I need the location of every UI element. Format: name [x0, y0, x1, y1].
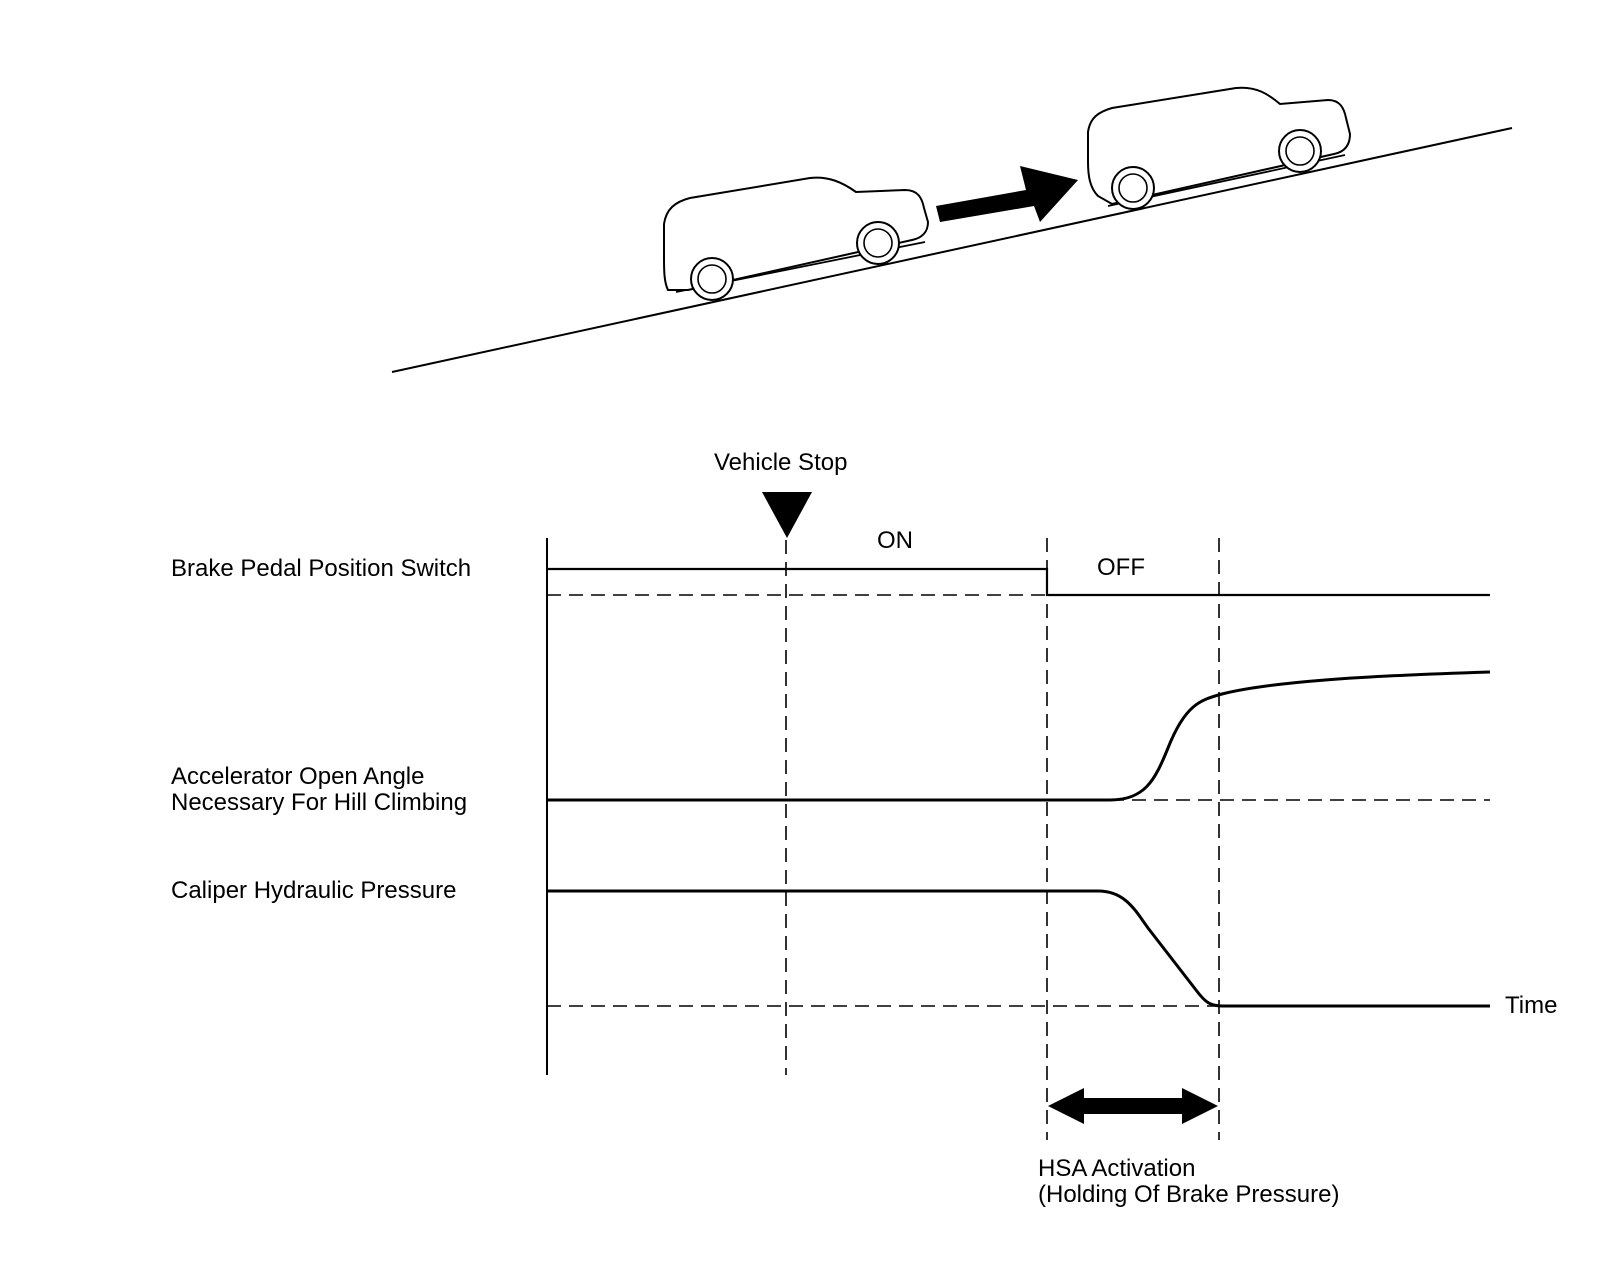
hsa-activation-label-line2: (Holding Of Brake Pressure) [1038, 1181, 1339, 1208]
hsa-activation-label-line1: HSA Activation [1038, 1155, 1195, 1182]
slope-line [391, 127, 1513, 373]
vehicle-moving [1087, 86, 1352, 210]
accelerator-label-line2: Necessary For Hill Climbing [171, 789, 467, 816]
hsa-activation-double-arrow-icon [1048, 1088, 1218, 1124]
accelerator-label-line1: Accelerator Open Angle [171, 763, 425, 790]
off-label: OFF [1097, 554, 1145, 581]
brake-pedal-switch-label: Brake Pedal Position Switch [171, 555, 471, 582]
vehicle-stopped [663, 176, 930, 301]
brake-switch-signal [547, 567, 1490, 597]
on-label: ON [877, 527, 913, 554]
arrow-right-icon [936, 166, 1078, 222]
vehicle-stop-triangle-icon [762, 492, 812, 538]
hill-illustration [391, 86, 1513, 373]
vehicle-stop-label: Vehicle Stop [714, 449, 847, 476]
accelerator-signal [547, 670, 1491, 802]
time-label: Time [1505, 992, 1557, 1019]
caliper-pressure-signal [547, 889, 1490, 1008]
caliper-pressure-label: Caliper Hydraulic Pressure [171, 877, 456, 904]
timing-chart [546, 492, 1491, 1140]
